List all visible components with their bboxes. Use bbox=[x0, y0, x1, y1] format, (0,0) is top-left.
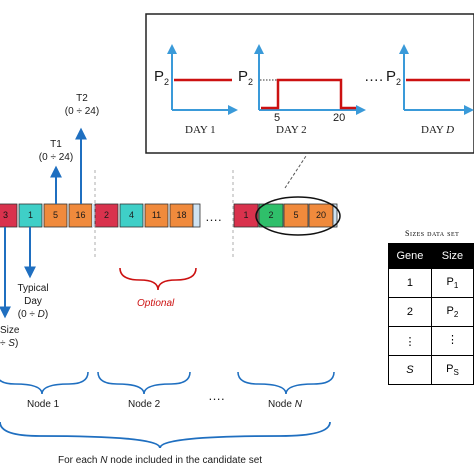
tick-5: 5 bbox=[274, 112, 281, 124]
typical-day-label: Typical Day (0 ÷ D) bbox=[17, 283, 49, 320]
gene-value: 5 bbox=[293, 210, 299, 220]
gene-value: 5 bbox=[52, 210, 58, 220]
header-size: Size bbox=[430, 243, 474, 269]
chromosome-strip bbox=[0, 196, 341, 236]
power-profile-day2 bbox=[261, 78, 356, 110]
gene-value: 1 bbox=[243, 210, 249, 220]
gene-cell bbox=[283, 203, 309, 228]
node2-genes bbox=[94, 203, 194, 228]
candidate-set-caption: For each N node included in the candidat… bbox=[58, 455, 263, 466]
zoom-connector bbox=[284, 155, 307, 189]
table-row: 1 P1 bbox=[388, 268, 474, 298]
gene-value: 2 bbox=[103, 210, 109, 220]
gene-value: 4 bbox=[128, 210, 134, 220]
p2-label-day1: P2 bbox=[154, 68, 170, 87]
gene-cell bbox=[144, 203, 169, 228]
gene-cell-value: 2 bbox=[388, 297, 432, 327]
node1-brace bbox=[0, 371, 89, 395]
dayD-label: DAY D bbox=[421, 124, 455, 136]
header-gene: Gene bbox=[388, 243, 432, 269]
nodes-ellipsis: …. bbox=[208, 388, 225, 403]
gene-cell bbox=[258, 203, 284, 228]
gene-cell-value: ⋮ bbox=[388, 326, 432, 356]
candidate-set-brace bbox=[0, 421, 331, 449]
table-row: ⋮ ⋮ bbox=[388, 326, 474, 356]
inset-panel-day2 bbox=[254, 44, 366, 115]
size-cell-value: ⋮ bbox=[430, 326, 474, 356]
sizes-table-title: Sizes data set bbox=[405, 229, 460, 238]
node1-light-segment bbox=[92, 204, 95, 227]
inset-panel-day1 bbox=[167, 44, 238, 115]
size-cell-value: PS bbox=[430, 355, 474, 385]
table-row: S PS bbox=[388, 355, 474, 385]
sizes-table-header: Gene Size bbox=[388, 243, 474, 269]
optional-label: Optional bbox=[137, 298, 175, 309]
gene-value: 2 bbox=[268, 210, 274, 220]
node1-label: Node 1 bbox=[27, 399, 60, 410]
gene-cell-value: S bbox=[388, 355, 432, 385]
p2-label-day2: P2 bbox=[238, 68, 254, 87]
p2-label-dayD: P2 bbox=[386, 68, 402, 87]
node2-brace bbox=[97, 371, 191, 395]
t2-label: T2 (0 ÷ 24) bbox=[64, 93, 100, 117]
gene-cell bbox=[119, 203, 144, 228]
node1-genes bbox=[0, 203, 93, 228]
gene-value: 18 bbox=[176, 210, 187, 220]
nodeN-light-segment bbox=[332, 203, 338, 228]
gene-value: 3 bbox=[2, 210, 8, 220]
node2-label: Node 2 bbox=[128, 399, 161, 410]
size-cell-value: P1 bbox=[430, 268, 474, 298]
zoom-ellipse bbox=[255, 196, 341, 236]
gene-value: 11 bbox=[151, 210, 162, 220]
nodeN-label: Node N bbox=[268, 399, 302, 410]
inset-box bbox=[145, 13, 474, 154]
optional-brace bbox=[119, 267, 197, 291]
inset-ellipsis: …. bbox=[364, 68, 384, 85]
table-row: 2 P2 bbox=[388, 297, 474, 327]
day1-label: DAY 1 bbox=[185, 124, 216, 136]
gene-value: 1 bbox=[27, 210, 33, 220]
gene-cell bbox=[233, 203, 259, 228]
t1-label: T1 (0 ÷ 24) bbox=[38, 139, 74, 163]
chromosome-ellipsis: …. bbox=[205, 209, 222, 224]
gene-cell-value: 1 bbox=[388, 268, 432, 298]
gene-value: 16 bbox=[75, 210, 86, 220]
sizes-table: Gene Size 1 P1 2 P2 ⋮ ⋮ S PS bbox=[388, 243, 474, 385]
tick-20: 20 bbox=[333, 112, 346, 124]
size-cell-value: P2 bbox=[430, 297, 474, 327]
nodeN-genes bbox=[233, 203, 338, 228]
nodeN-brace bbox=[237, 371, 335, 395]
gene-cell bbox=[94, 203, 119, 228]
node2-light-segment bbox=[192, 203, 201, 228]
size-label: Size ÷ S) bbox=[0, 325, 20, 349]
inset-panel-dayD bbox=[399, 44, 474, 115]
day2-label: DAY 2 bbox=[276, 124, 307, 136]
gene-value: 20 bbox=[315, 210, 326, 220]
